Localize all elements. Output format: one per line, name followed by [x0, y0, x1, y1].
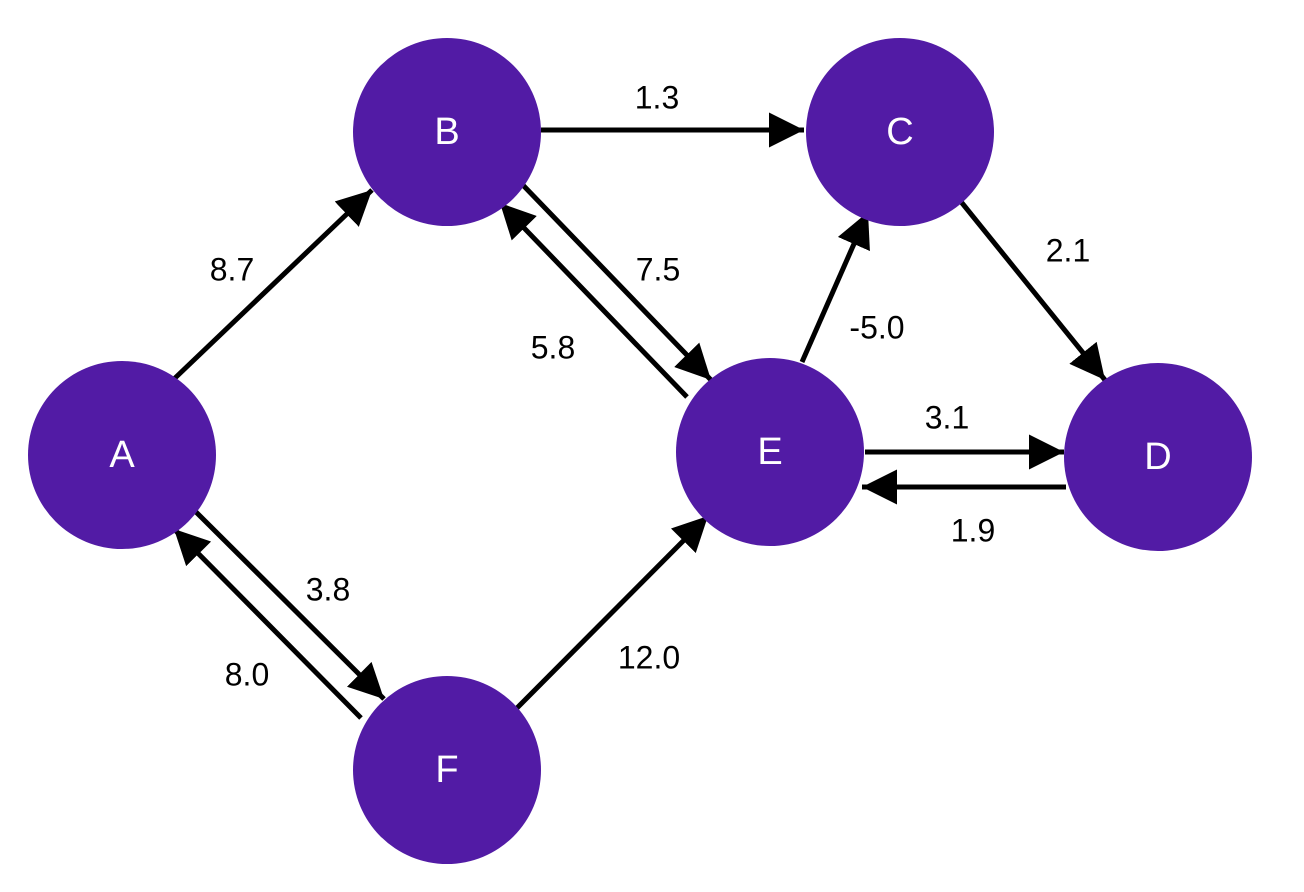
node-e: E	[676, 358, 864, 546]
edge-e-b	[498, 201, 689, 399]
node-d: D	[1064, 363, 1252, 551]
node-circle-d	[1064, 363, 1252, 551]
edge-labels-layer: 8.7 1.3 2.1 7.5 5.8 -5.0 3.1 1.9 3.8 8.0 12.0	[210, 79, 1090, 692]
edge-weight-a-f: 3.8	[306, 571, 350, 607]
node-circle-a	[28, 361, 216, 549]
node-f: F	[353, 676, 541, 864]
edge-e-c	[799, 210, 871, 364]
node-circle-b	[353, 38, 541, 226]
edge-weight-b-c: 1.3	[635, 79, 679, 115]
node-a: A	[28, 361, 216, 549]
nodes-layer: A B C D E F	[28, 38, 1252, 864]
edges-layer	[172, 112, 1107, 720]
node-circle-f	[353, 676, 541, 864]
node-label-b: B	[434, 111, 459, 153]
node-label-f: F	[435, 749, 458, 791]
node-b: B	[353, 38, 541, 226]
edge-f-a	[172, 527, 363, 720]
edge-weight-f-e: 12.0	[618, 639, 680, 675]
edge-weight-d-e: 1.9	[951, 512, 995, 548]
edge-a-b	[172, 188, 374, 381]
edge-weight-e-d: 3.1	[925, 399, 969, 435]
node-c: C	[806, 38, 994, 226]
node-label-a: A	[109, 434, 135, 476]
edge-a-f	[192, 508, 386, 701]
node-label-c: C	[886, 111, 913, 153]
node-label-d: D	[1144, 436, 1171, 478]
edge-c-d	[956, 196, 1107, 382]
edge-weight-b-e: 7.5	[636, 251, 680, 287]
edge-b-e	[517, 179, 713, 382]
edge-weight-a-b: 8.7	[210, 251, 254, 287]
edge-weight-c-d: 2.1	[1046, 232, 1090, 268]
edge-weight-f-a: 8.0	[225, 656, 269, 692]
edge-f-e	[513, 514, 710, 712]
node-circle-e	[676, 358, 864, 546]
node-circle-c	[806, 38, 994, 226]
edge-weight-e-c: -5.0	[849, 309, 904, 345]
edge-weight-e-b: 5.8	[531, 329, 575, 365]
node-label-e: E	[757, 431, 782, 473]
